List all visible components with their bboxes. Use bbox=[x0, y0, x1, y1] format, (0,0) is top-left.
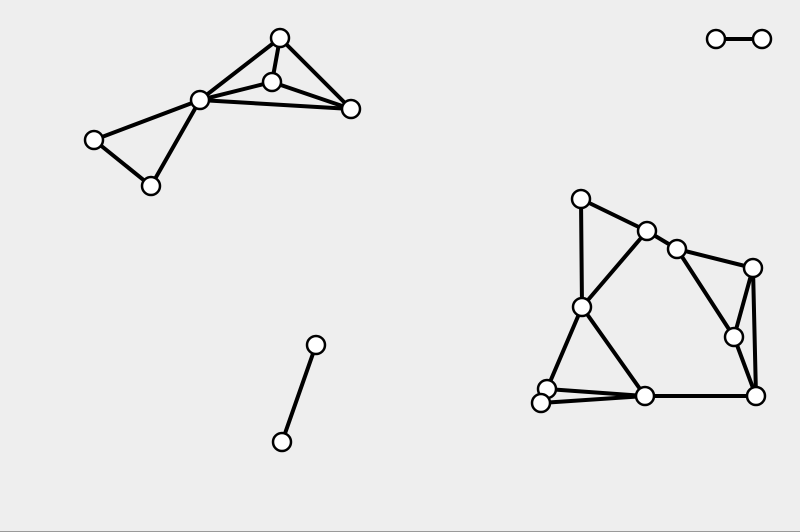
graph-node-c2[interactable] bbox=[271, 431, 293, 453]
edge-a3-a4 bbox=[198, 80, 274, 102]
graph-node-d2[interactable] bbox=[636, 220, 658, 242]
edge-d5-d9 bbox=[580, 305, 647, 398]
edge-d1-d5 bbox=[579, 197, 584, 309]
edge-a4-a6 bbox=[149, 98, 202, 188]
graph-node-d6[interactable] bbox=[723, 326, 745, 348]
edge-a3-a2 bbox=[270, 80, 353, 111]
edge-d1-d2 bbox=[579, 197, 649, 233]
edge-a5-a6 bbox=[92, 138, 153, 188]
edge-a2-a1 bbox=[278, 36, 353, 111]
edge-d8-d9 bbox=[539, 394, 647, 405]
graph-node-d5[interactable] bbox=[571, 296, 593, 318]
graph-node-d10[interactable] bbox=[745, 385, 767, 407]
edge-a4-a5 bbox=[92, 98, 202, 142]
edge-d5-d7 bbox=[545, 305, 584, 391]
graph-node-a1[interactable] bbox=[269, 27, 291, 49]
graph-node-b1[interactable] bbox=[705, 28, 727, 50]
edge-a1-a4 bbox=[198, 36, 282, 102]
graph-node-d9[interactable] bbox=[634, 385, 656, 407]
graph-node-a5[interactable] bbox=[83, 129, 105, 151]
edge-d2-d5 bbox=[580, 229, 649, 309]
edge-d4-d6 bbox=[732, 266, 755, 339]
graph-node-a3[interactable] bbox=[261, 71, 283, 93]
edge-a2-a4 bbox=[198, 98, 353, 111]
edge-c1-c2 bbox=[280, 343, 318, 444]
graph-node-c1[interactable] bbox=[305, 334, 327, 356]
graph-node-d4[interactable] bbox=[742, 257, 764, 279]
graph-node-a6[interactable] bbox=[140, 175, 162, 197]
edge-d4-d10 bbox=[751, 266, 758, 398]
edge-d3-d6 bbox=[675, 247, 736, 339]
graph-node-b2[interactable] bbox=[751, 28, 773, 50]
graph-node-d1[interactable] bbox=[570, 188, 592, 210]
graph-node-d8[interactable] bbox=[530, 392, 552, 414]
edge-d3-d4 bbox=[675, 247, 755, 270]
edge-d7-d9 bbox=[545, 387, 647, 398]
graph-node-d3[interactable] bbox=[666, 238, 688, 260]
edges-layer bbox=[92, 36, 764, 444]
nodes-layer bbox=[83, 27, 773, 453]
edge-d6-d10 bbox=[732, 335, 758, 398]
graph-node-a4[interactable] bbox=[189, 89, 211, 111]
graph-node-a2[interactable] bbox=[340, 98, 362, 120]
